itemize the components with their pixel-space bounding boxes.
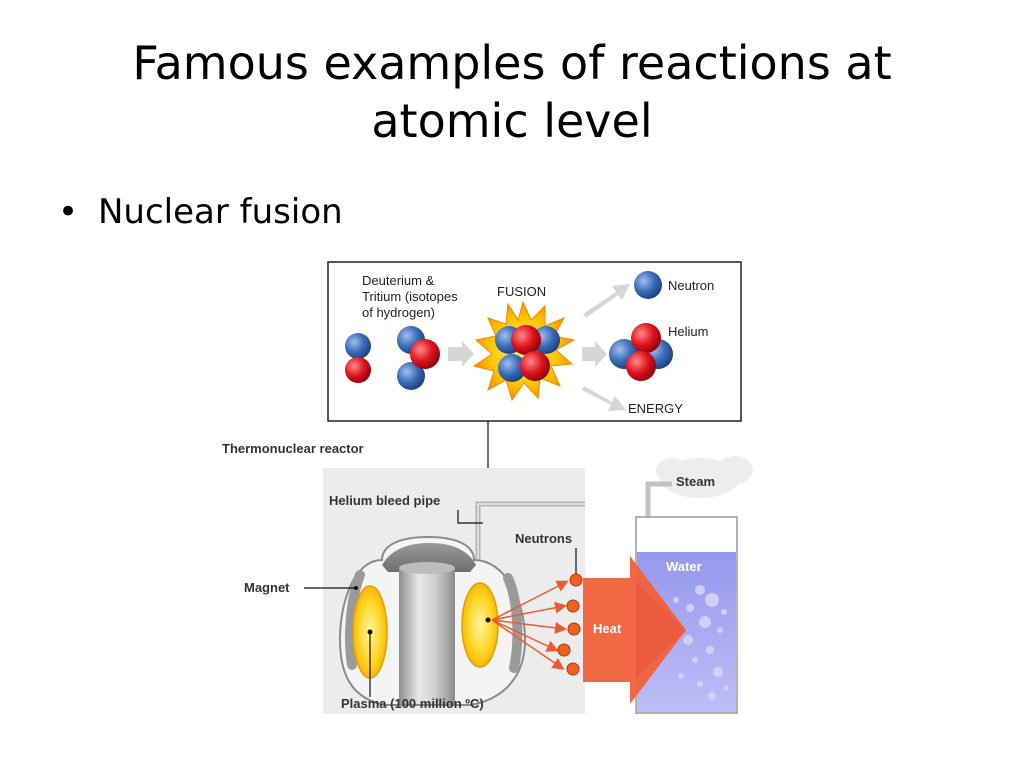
bullet-text: Nuclear fusion bbox=[98, 192, 343, 232]
tritium-atom bbox=[397, 326, 440, 390]
neutron-label: Neutron bbox=[668, 278, 714, 293]
heat-arrow: Heat bbox=[583, 556, 686, 704]
steam-pipe bbox=[645, 481, 672, 518]
steam-label: Steam bbox=[676, 474, 715, 489]
reaction-input-label-line-1: Deuterium & bbox=[362, 273, 435, 288]
fusion-burst bbox=[472, 300, 576, 402]
slide-title: Famous examples of reactions at atomic l… bbox=[132, 36, 892, 148]
reactor-title: Thermonuclear reactor bbox=[222, 441, 364, 456]
water-tank: Steam Water bbox=[635, 456, 753, 714]
helium-atom bbox=[609, 323, 673, 381]
heat-label: Heat bbox=[593, 621, 622, 636]
reaction-input-label-line-3: of hydrogen) bbox=[362, 305, 435, 320]
fusion-reaction-panel: Deuterium & Tritium (isotopes of hydroge… bbox=[327, 261, 742, 422]
neutron-particles bbox=[557, 573, 583, 676]
neutron-arrows bbox=[491, 580, 569, 670]
central-column bbox=[399, 568, 455, 704]
plasma-label: Plasma (100 million ºC) bbox=[341, 696, 484, 711]
neutron-arrow-icon bbox=[583, 284, 630, 318]
neutron-particle bbox=[634, 271, 662, 299]
bullet-icon: • bbox=[58, 192, 79, 232]
helium-pipe-label: Helium bleed pipe bbox=[329, 493, 440, 508]
reactor: Helium bleed pipe Magnet Plasma (100 mil… bbox=[244, 468, 585, 714]
bullet-item: • Nuclear fusion bbox=[58, 190, 343, 234]
helium-label: Helium bbox=[668, 324, 708, 339]
plasma-right bbox=[461, 582, 499, 668]
water-label: Water bbox=[666, 559, 702, 574]
energy-label: ENERGY bbox=[628, 401, 683, 416]
reaction-input-label-line-2: Tritium (isotopes bbox=[362, 289, 458, 304]
steam-cloud bbox=[656, 456, 753, 498]
neutrons-label: Neutrons bbox=[515, 531, 572, 546]
water-bubbles bbox=[673, 585, 729, 700]
magnet-label: Magnet bbox=[244, 580, 290, 595]
deuterium-atom bbox=[345, 333, 371, 383]
helium-arrow-icon bbox=[582, 341, 607, 367]
energy-arrow-icon bbox=[582, 386, 626, 411]
fusion-label: FUSION bbox=[497, 284, 546, 299]
reaction-arrow-icon bbox=[448, 341, 474, 367]
